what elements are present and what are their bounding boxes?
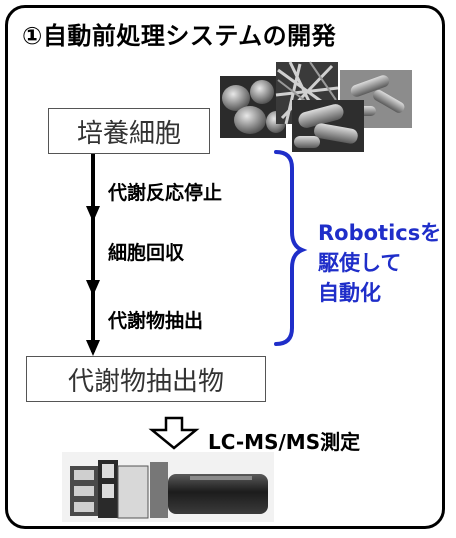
- end-box-metabolite-extract: 代謝物抽出物: [26, 356, 266, 402]
- step-cell-harvest: 細胞回収: [108, 242, 185, 264]
- arrowhead-3: [86, 340, 100, 356]
- step-metabolite-extraction: 代謝物抽出: [108, 310, 204, 332]
- robotics-brace: [274, 150, 308, 346]
- lcms-instrument-image: [62, 452, 274, 522]
- robotics-line-3: 自動化: [318, 281, 381, 305]
- robotics-line-2: 駆使して: [318, 251, 402, 275]
- arrowhead-1: [86, 206, 100, 222]
- step-metabolism-quench: 代謝反応停止: [108, 182, 223, 204]
- figure-title: ①自動前処理システムの開発: [22, 22, 337, 50]
- robotics-line-1: Roboticsを: [318, 221, 442, 245]
- lcms-measurement-label: LC-MS/MS測定: [208, 430, 361, 454]
- arrowhead-2: [86, 280, 100, 296]
- micrograph-ecoli: [292, 100, 364, 152]
- hollow-down-arrow: [148, 416, 200, 450]
- robotics-note: Roboticsを 駆使して 自動化: [318, 218, 441, 308]
- figure-frame: [5, 5, 445, 529]
- start-box-cultured-cells: 培養細胞: [48, 108, 210, 154]
